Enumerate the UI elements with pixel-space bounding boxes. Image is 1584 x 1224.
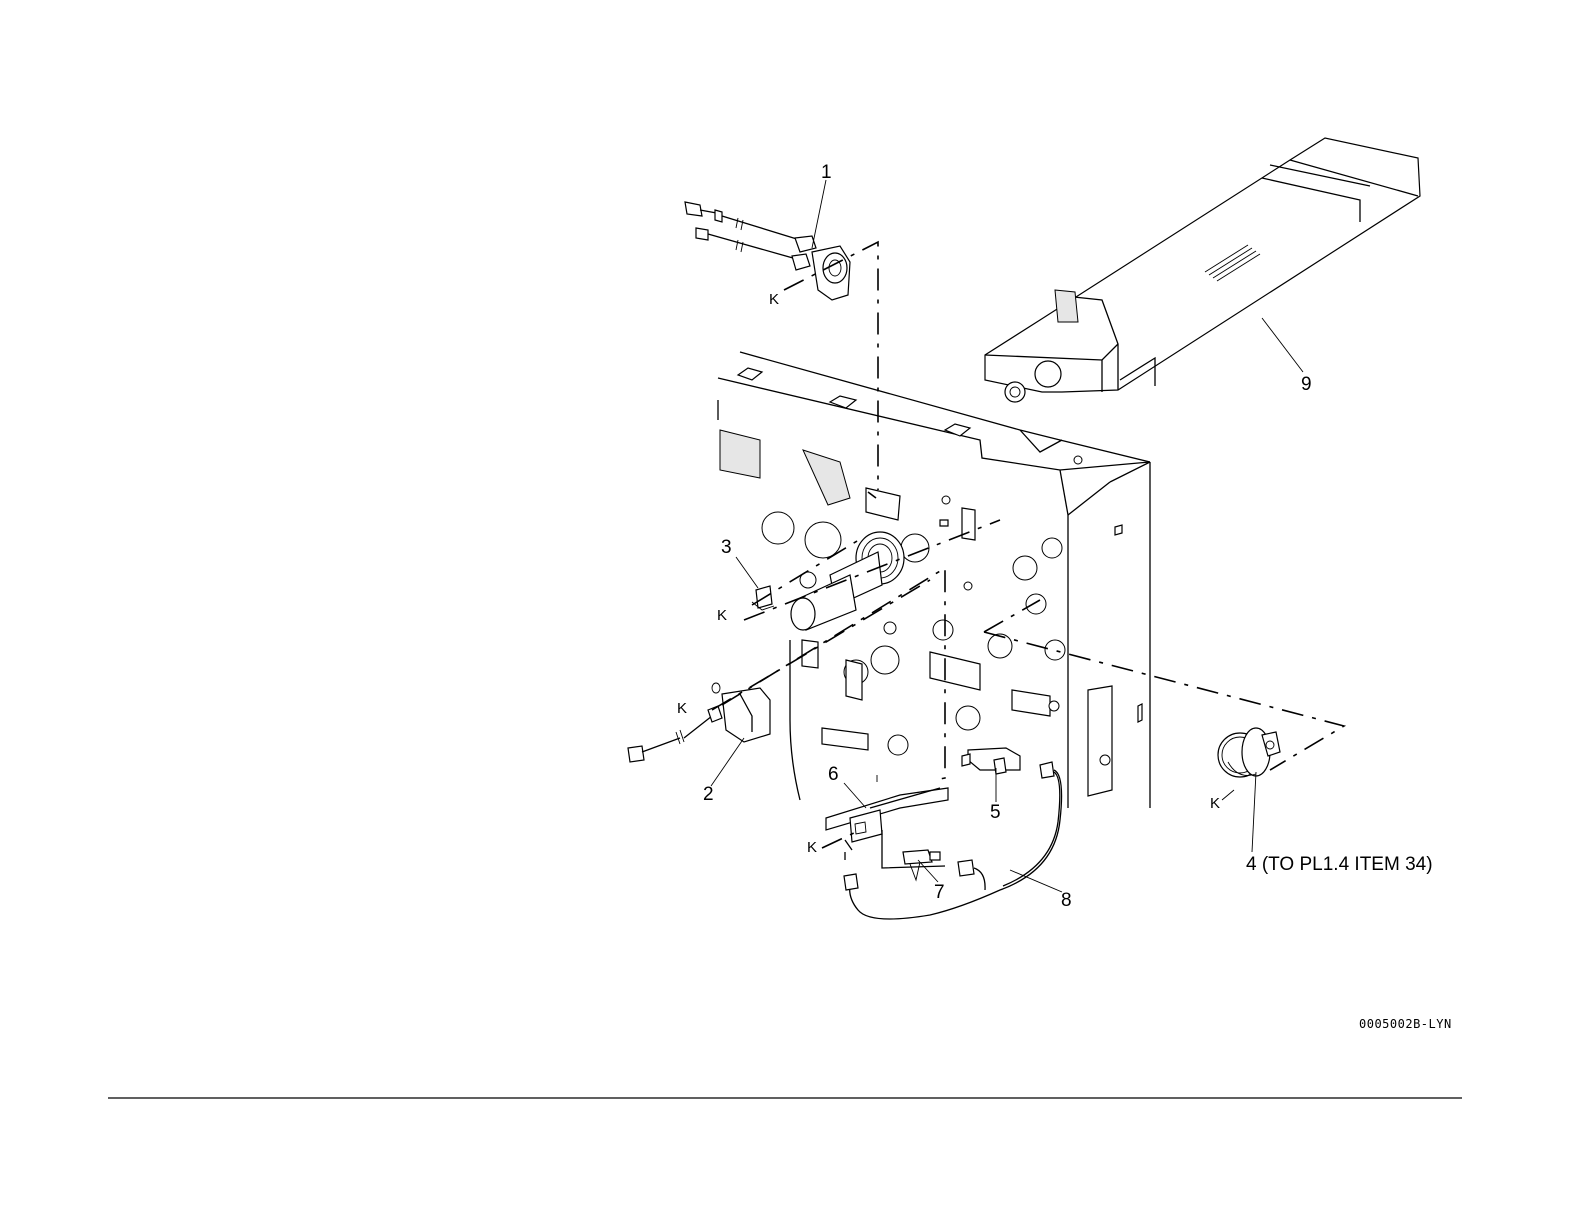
callout-7: 7	[934, 882, 945, 903]
part-6-bracket	[826, 775, 948, 850]
callout-2: 2	[703, 784, 714, 805]
callout-4: 4 (TO PL1.4 ITEM 34)	[1246, 854, 1433, 875]
callout-6: 6	[828, 764, 839, 785]
k-mark-part-6: K	[807, 839, 817, 856]
part-2-sensor	[628, 683, 770, 762]
figure-code: 0005002B-LYN	[1359, 1017, 1452, 1031]
callout-5: 5	[990, 802, 1001, 823]
main-frame	[718, 352, 1150, 808]
k-mark-part-3: K	[717, 607, 727, 624]
part-8-harness	[844, 762, 1062, 919]
k-mark-part-4: K	[1210, 795, 1220, 812]
callout-8: 8	[1061, 890, 1072, 911]
callout-1: 1	[821, 162, 832, 183]
part-7-switch	[903, 850, 940, 880]
part-5-sensor	[962, 748, 1020, 774]
k-mark-part-1: K	[769, 291, 779, 308]
part-1-harness	[685, 202, 850, 300]
part-9-cartridge	[985, 138, 1420, 402]
k-mark-part-2: K	[677, 700, 687, 717]
callout-9: 9	[1301, 374, 1312, 395]
callout-3: 3	[721, 537, 732, 558]
